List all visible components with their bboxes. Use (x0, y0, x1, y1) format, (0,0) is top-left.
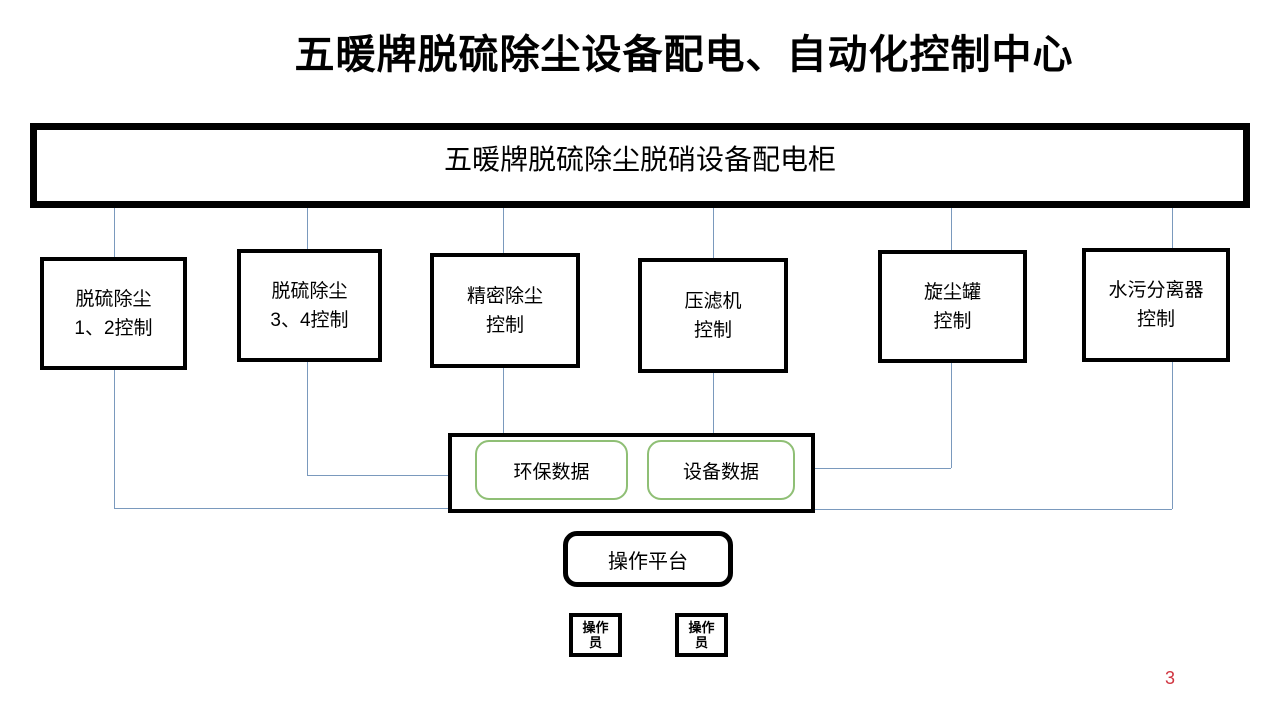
control-box-precision-dedust: 精密除尘 控制 (430, 253, 580, 368)
connector-line (114, 508, 448, 509)
control-box-label-line1: 旋尘罐 (923, 281, 981, 303)
control-box-water-separator: 水污分离器 控制 (1082, 248, 1230, 362)
control-box-label-line2: 控制 (1136, 309, 1175, 330)
connector-line (951, 208, 952, 250)
operator-label: 操作员 (582, 620, 609, 650)
control-box-label-line2: 控制 (485, 314, 524, 336)
connector-line (1172, 208, 1173, 248)
operation-platform-label: 操作平台 (608, 550, 688, 573)
device-data-label: 设备数据 (682, 461, 759, 483)
slide-title: 五暖牌脱硫除尘设备配电、自动化控制中心 (294, 33, 1074, 77)
control-box-label-line1: 压滤机 (684, 290, 742, 312)
connector-line (114, 208, 115, 257)
control-box-label-line2: 3、4控制 (270, 309, 349, 331)
control-box-label-line1: 脱硫除尘 (75, 288, 152, 310)
connector-line (307, 362, 308, 475)
control-box-label-line2: 1、2控制 (74, 317, 153, 339)
env-data-pill: 环保数据 (475, 440, 628, 500)
connector-line (114, 370, 115, 508)
device-data-pill: 设备数据 (647, 440, 795, 500)
control-box-cyclone-tank: 旋尘罐 控制 (878, 250, 1027, 363)
connector-line (713, 373, 714, 487)
main-cabinet-box: 五暖牌脱硫除尘脱硝设备配电柜 (30, 123, 1250, 208)
connector-line (795, 468, 951, 469)
connector-line (713, 208, 714, 258)
connector-line (1172, 362, 1173, 509)
main-cabinet-label: 五暖牌脱硫除尘脱硝设备配电柜 (443, 143, 836, 175)
operator-label: 操作员 (688, 620, 715, 650)
connector-line (307, 475, 490, 476)
control-box-label-line1: 精密除尘 (466, 285, 543, 307)
connector-line (503, 368, 504, 440)
control-box-desulf-dedust-3-4: 脱硫除尘 3、4控制 (237, 249, 382, 362)
control-box-label-line2: 控制 (933, 310, 972, 332)
operator-box-2: 操作员 (675, 613, 728, 657)
operator-box-1: 操作员 (569, 613, 622, 657)
control-box-label-line2: 控制 (693, 319, 732, 341)
env-data-label: 环保数据 (513, 461, 590, 483)
operation-platform-box: 操作平台 (563, 531, 733, 587)
control-box-desulf-dedust-1-2: 脱硫除尘 1、2控制 (40, 257, 187, 370)
connector-line (307, 208, 308, 249)
page-number: 3 (1165, 668, 1176, 688)
connector-line (503, 208, 504, 253)
control-box-label-line1: 水污分离器 (1108, 280, 1204, 301)
control-box-filter-press: 压滤机 控制 (638, 258, 788, 373)
connector-line (815, 509, 1172, 510)
connector-line (951, 363, 952, 468)
control-box-label-line1: 脱硫除尘 (271, 280, 348, 302)
